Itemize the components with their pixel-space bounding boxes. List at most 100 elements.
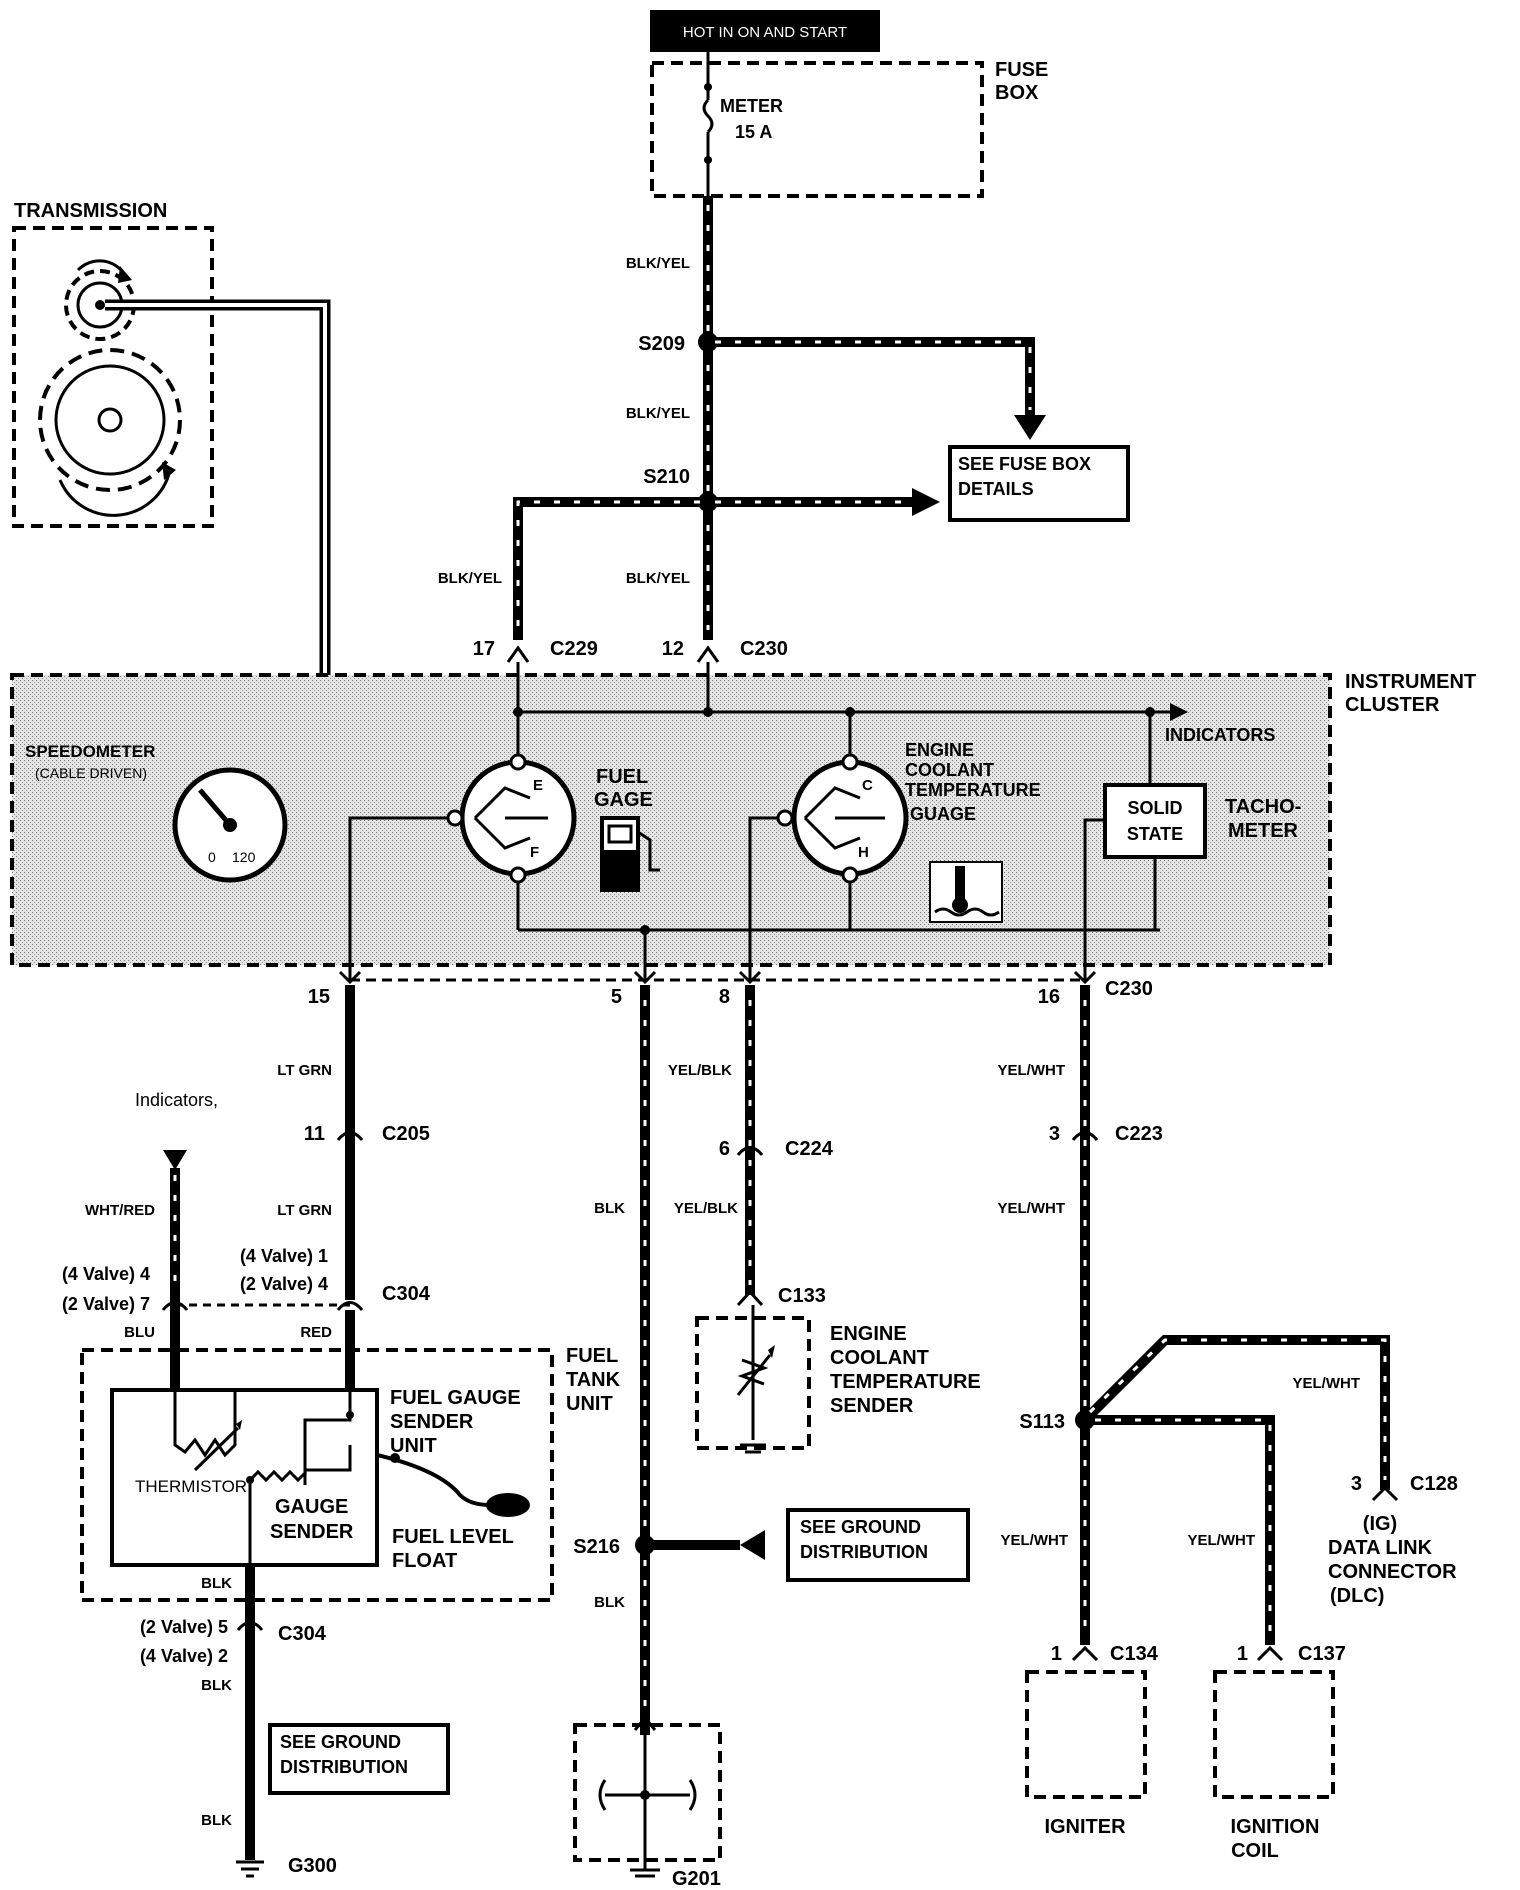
- svg-text:YEL/BLK: YEL/BLK: [674, 1200, 738, 1217]
- svg-text:TEMPERATURE: TEMPERATURE: [830, 1371, 981, 1393]
- svg-text:11: 11: [304, 1123, 325, 1145]
- svg-text:SENDER: SENDER: [830, 1395, 914, 1417]
- svg-text:(4 Valve) 2: (4 Valve) 2: [140, 1646, 228, 1666]
- connector-c224: [736, 1146, 764, 1156]
- svg-text:GUAGE: GUAGE: [910, 804, 976, 824]
- svg-text:8: 8: [719, 986, 730, 1008]
- fuel-level-float-label: FUEL LEVEL: [392, 1526, 514, 1548]
- svg-text:YEL/BLK: YEL/BLK: [668, 1062, 732, 1079]
- connector-c229: [506, 645, 530, 663]
- svg-text:GAGE: GAGE: [594, 789, 653, 811]
- fuse-box-label: FUSE: [995, 59, 1048, 81]
- see-ground-distribution-box-1: [268, 1723, 450, 1795]
- connector-c223: [1071, 1131, 1099, 1141]
- svg-text:16: 16: [1038, 986, 1060, 1008]
- svg-text:COIL: COIL: [1231, 1840, 1279, 1862]
- svg-text:METER: METER: [1228, 820, 1299, 842]
- indicators-note: Indicators,: [135, 1090, 218, 1110]
- svg-text:FLOAT: FLOAT: [392, 1550, 457, 1572]
- fuel-tank-unit-label: FUEL: [566, 1345, 618, 1367]
- fuse-meter-label: METER: [720, 96, 783, 116]
- transmission-gears: [38, 259, 182, 517]
- svg-text:TEMPERATURE: TEMPERATURE: [905, 780, 1041, 800]
- speedometer-needle: [198, 788, 232, 827]
- coolant-temp-gauge-label: ENGINE: [905, 740, 974, 760]
- svg-text:BLK/YEL: BLK/YEL: [438, 570, 502, 587]
- fuel-gauge-coils: [473, 786, 548, 850]
- ground-g201-label: G201: [672, 1868, 721, 1890]
- svg-text:BLK: BLK: [201, 1575, 232, 1592]
- svg-text:YEL/WHT: YEL/WHT: [1188, 1532, 1256, 1549]
- svg-text:CONNECTOR: CONNECTOR: [1328, 1561, 1457, 1583]
- arrow-down-fuse-details: [1014, 415, 1046, 440]
- svg-text:C304: C304: [278, 1623, 327, 1645]
- svg-text:YEL/WHT: YEL/WHT: [998, 1200, 1066, 1217]
- svg-text:0: 0: [208, 849, 216, 865]
- svg-text:S216: S216: [573, 1536, 620, 1558]
- coolant-gauge-coils: [803, 786, 885, 850]
- connector-c133: [736, 1289, 764, 1307]
- svg-text:RED: RED: [300, 1324, 332, 1341]
- svg-text:DISTRIBUTION: DISTRIBUTION: [800, 1542, 928, 1562]
- tachometer-label: TACHO-: [1225, 796, 1301, 818]
- gauge-sender-label: GAUGE: [275, 1496, 348, 1518]
- speedometer-label: SPEEDOMETER: [25, 742, 155, 761]
- thermistor-label: THERMISTOR: [135, 1477, 247, 1496]
- svg-text:3: 3: [1049, 1123, 1060, 1145]
- arrow-from-indicators: [163, 1150, 187, 1170]
- svg-text:F: F: [530, 844, 539, 861]
- svg-text:DETAILS: DETAILS: [958, 479, 1034, 499]
- svg-text:YEL/WHT: YEL/WHT: [1293, 1375, 1361, 1392]
- fuse-details-label: SEE FUSE BOX: [958, 454, 1091, 474]
- svg-text:E: E: [533, 777, 543, 794]
- svg-text:S209: S209: [638, 333, 685, 355]
- svg-text:(2 Valve) 7: (2 Valve) 7: [62, 1294, 150, 1314]
- svg-text:LT GRN: LT GRN: [277, 1202, 332, 1219]
- svg-text:COOLANT: COOLANT: [905, 760, 994, 780]
- svg-text:C223: C223: [1115, 1123, 1163, 1145]
- svg-text:1: 1: [1237, 1643, 1248, 1665]
- fuel-level-float: [486, 1493, 530, 1517]
- svg-text:BLU: BLU: [124, 1324, 155, 1341]
- fuel-tank-unit-outline: [80, 1348, 554, 1602]
- solid-state-box: [1103, 783, 1207, 859]
- svg-text:C133: C133: [778, 1285, 826, 1307]
- svg-text:17: 17: [473, 638, 495, 660]
- svg-text:BLK: BLK: [594, 1594, 625, 1611]
- svg-text:BLK/YEL: BLK/YEL: [626, 255, 690, 272]
- svg-text:BLK: BLK: [201, 1677, 232, 1694]
- svg-text:YEL/WHT: YEL/WHT: [998, 1062, 1066, 1079]
- connector-c304-bottom: [236, 1621, 264, 1631]
- fuse-box-details-box: [948, 445, 1130, 522]
- svg-text:(DLC): (DLC): [1330, 1585, 1384, 1607]
- svg-text:C229: C229: [550, 638, 598, 660]
- svg-text:BLK: BLK: [201, 1812, 232, 1829]
- svg-text:YEL/WHT: YEL/WHT: [1001, 1532, 1069, 1549]
- svg-text:120: 120: [232, 849, 256, 865]
- solid-state-label: SOLID: [1127, 798, 1182, 818]
- svg-text:UNIT: UNIT: [566, 1393, 613, 1415]
- svg-text:(2 Valve) 5: (2 Valve) 5: [140, 1617, 228, 1637]
- fuse-box-outline: [650, 61, 984, 198]
- svg-text:BLK: BLK: [594, 1200, 625, 1217]
- svg-text:S210: S210: [643, 466, 690, 488]
- svg-text:SENDER: SENDER: [390, 1411, 474, 1433]
- svg-text:C230: C230: [740, 638, 788, 660]
- power-source-header: [650, 10, 880, 52]
- ignition-coil-outline: [1213, 1670, 1335, 1799]
- coolant-temp-sender-label: ENGINE: [830, 1323, 907, 1345]
- svg-text:5: 5: [611, 986, 622, 1008]
- svg-text:15 A: 15 A: [735, 122, 772, 142]
- igniter-outline: [1025, 1670, 1147, 1799]
- connector-c137: [1256, 1645, 1284, 1662]
- svg-text:12: 12: [662, 638, 684, 660]
- svg-text:C137: C137: [1298, 1643, 1346, 1665]
- ground-g201-outline: [573, 1723, 722, 1862]
- svg-text:STATE: STATE: [1127, 824, 1183, 844]
- connector-c134: [1071, 1645, 1099, 1662]
- svg-text:TANK: TANK: [566, 1369, 621, 1391]
- svg-text:SEE GROUND: SEE GROUND: [800, 1517, 921, 1537]
- svg-text:C304: C304: [382, 1283, 431, 1305]
- svg-text:COOLANT: COOLANT: [830, 1347, 929, 1369]
